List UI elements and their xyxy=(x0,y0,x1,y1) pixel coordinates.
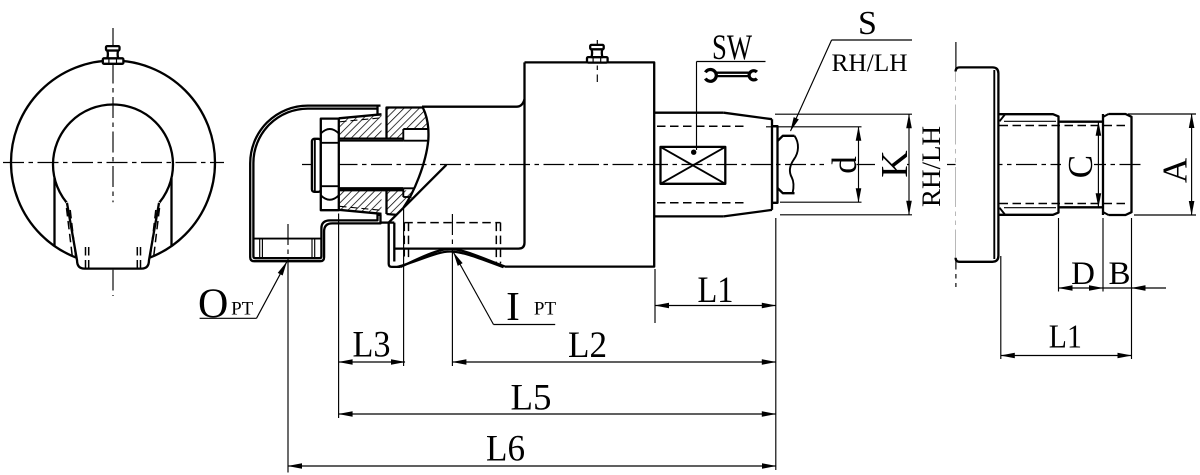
svg-text:SW: SW xyxy=(712,27,752,67)
svg-text:L6: L6 xyxy=(486,428,525,469)
svg-text:D: D xyxy=(1071,256,1095,292)
svg-text:L1: L1 xyxy=(1049,319,1082,356)
svg-text:PT: PT xyxy=(534,298,557,319)
svg-text:I: I xyxy=(506,283,520,329)
svg-text:O: O xyxy=(198,282,228,328)
svg-text:K: K xyxy=(874,150,916,178)
svg-text:L5: L5 xyxy=(511,378,552,419)
svg-text:PT: PT xyxy=(231,298,254,319)
svg-text:RH/LH: RH/LH xyxy=(917,126,946,207)
svg-text:RH/LH: RH/LH xyxy=(832,50,908,77)
svg-text:A: A xyxy=(1156,157,1195,183)
svg-text:S: S xyxy=(858,5,877,42)
svg-text:C: C xyxy=(1061,155,1100,178)
svg-text:L2: L2 xyxy=(568,325,607,366)
svg-text:L1: L1 xyxy=(698,270,734,311)
svg-text:d: d xyxy=(825,156,864,174)
svg-text:B: B xyxy=(1108,256,1130,292)
svg-text:L3: L3 xyxy=(353,324,391,365)
